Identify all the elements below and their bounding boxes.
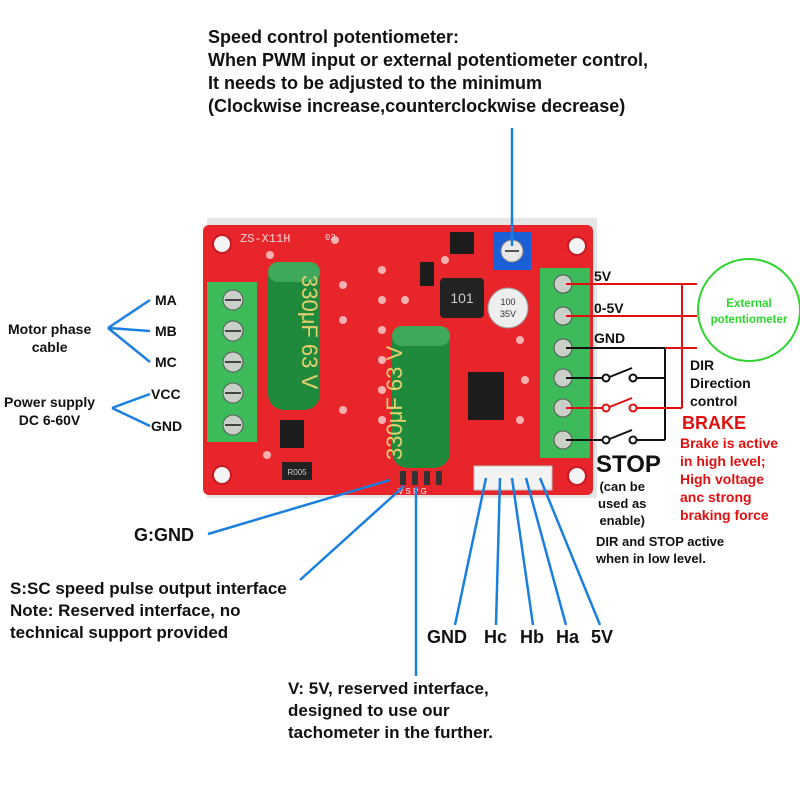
s-pin-line: technical support provided <box>10 623 229 642</box>
left-capacitor-text: 330μF 63 V <box>297 275 322 390</box>
svg-text:02: 02 <box>325 233 336 243</box>
dir-stop-note: DIR and STOP active when in low level. <box>596 533 724 567</box>
mounting-hole <box>212 465 232 485</box>
right-terminal-block <box>540 268 590 458</box>
motor-phase-line: cable <box>31 339 68 355</box>
description-line: It needs to be adjusted to the minimum <box>208 73 543 93</box>
terminal-label-0-5v: 0-5V <box>594 300 624 316</box>
speed-pot-description: Speed control potentiometer: When PWM in… <box>208 26 648 118</box>
terminal-label-5v: 5V <box>594 268 612 284</box>
terminal-label-gnd: GND <box>151 418 183 434</box>
small-capacitor <box>487 287 529 329</box>
dir-line: control <box>690 393 738 409</box>
right-capacitor-text: 330μF 63 V <box>382 345 407 460</box>
dir-line: Direction <box>690 375 751 391</box>
pointer-lines <box>107 128 602 676</box>
s-pin-line: S:SC speed pulse output interface <box>10 579 287 598</box>
pcb-model-label: ZS-X11H <box>240 232 290 246</box>
mosfet <box>280 420 304 448</box>
terminal-label-mb: MB <box>155 323 177 339</box>
svg-text:101: 101 <box>450 290 474 306</box>
svg-text:100: 100 <box>500 297 515 307</box>
stop-line: enable) <box>599 513 645 528</box>
ic-small <box>450 232 474 254</box>
stop-line: used as <box>598 496 647 511</box>
hall-label-hb: Hb <box>520 627 544 647</box>
g-pin-label: G:GND <box>134 525 194 545</box>
v-pin-label: V: 5V, reserved interface, designed to u… <box>288 678 493 744</box>
v-pin-line: designed to use our <box>288 701 450 720</box>
switch-contacts <box>601 373 638 445</box>
bottom-pin-header <box>400 471 442 485</box>
mounting-hole <box>567 236 587 256</box>
s-pin-label: S:SC speed pulse output interface Note: … <box>10 578 287 644</box>
mounting-hole <box>212 234 232 254</box>
v-pin-line: V: 5V, reserved interface, <box>288 679 489 698</box>
stop-line: (can be <box>599 479 645 494</box>
brake-line: Brake is active <box>680 435 779 451</box>
s-pin-line: Note: Reserved interface, no <box>10 601 241 620</box>
terminal-label-gnd-right: GND <box>594 330 626 346</box>
motor-phase-line: Motor phase <box>8 321 92 337</box>
brake-description: Brake is active in high level; High volt… <box>680 434 778 524</box>
svg-text:V S P G: V S P G <box>398 487 427 496</box>
right-terminal-screws <box>553 274 573 450</box>
external-potentiometer: External potentiometer <box>697 258 800 362</box>
brake-line: in high level; <box>680 453 766 469</box>
description-line: When PWM input or external potentiometer… <box>208 50 649 70</box>
hall-label-hc: Hc <box>484 627 508 647</box>
left-capacitor <box>268 262 320 410</box>
brake-line: High voltage <box>680 471 765 487</box>
terminal-label-mc: MC <box>155 354 177 370</box>
left-terminal-screws <box>222 289 244 436</box>
dir-label: DIR Direction control <box>690 356 751 410</box>
hall-label-5v: 5V <box>591 627 614 647</box>
control-wiring <box>566 283 697 441</box>
dir-line: DIR <box>690 357 715 373</box>
motor-phase-group-label: Motor phase cable <box>8 320 91 356</box>
hall-label-ha: Ha <box>556 627 580 647</box>
power-supply-line: Power supply <box>4 394 96 410</box>
power-supply-group-label: Power supply DC 6-60V <box>4 393 95 429</box>
v-pin-line: tachometer in the further. <box>288 723 493 742</box>
mounting-hole <box>567 466 587 486</box>
brake-title: BRAKE <box>682 413 747 433</box>
terminal-label-ma: MA <box>155 292 177 308</box>
hall-label-gnd: GND <box>427 627 467 647</box>
diode <box>420 262 434 286</box>
power-supply-line: DC 6-60V <box>18 412 81 428</box>
svg-text:R005: R005 <box>287 468 307 477</box>
stop-title: STOP <box>596 451 661 478</box>
external-pot-line: External <box>726 298 772 310</box>
driver-ic <box>468 372 504 420</box>
brake-line: anc strong <box>680 489 752 505</box>
brake-line: braking force <box>680 507 769 523</box>
dir-stop-line: DIR and STOP active <box>596 534 725 549</box>
inductor <box>440 278 484 318</box>
right-capacitor <box>392 326 450 468</box>
description-line: Speed control potentiometer: <box>208 27 460 47</box>
resistor-r005 <box>282 462 312 480</box>
svg-text:35V: 35V <box>500 309 516 319</box>
stop-description: (can be used as enable) <box>598 478 646 529</box>
dir-stop-line: when in low level. <box>596 551 706 566</box>
terminal-label-vcc: VCC <box>151 386 181 402</box>
description-line: (Clockwise increase,counterclockwise dec… <box>208 96 626 116</box>
external-pot-line: potentiometer <box>710 314 788 326</box>
